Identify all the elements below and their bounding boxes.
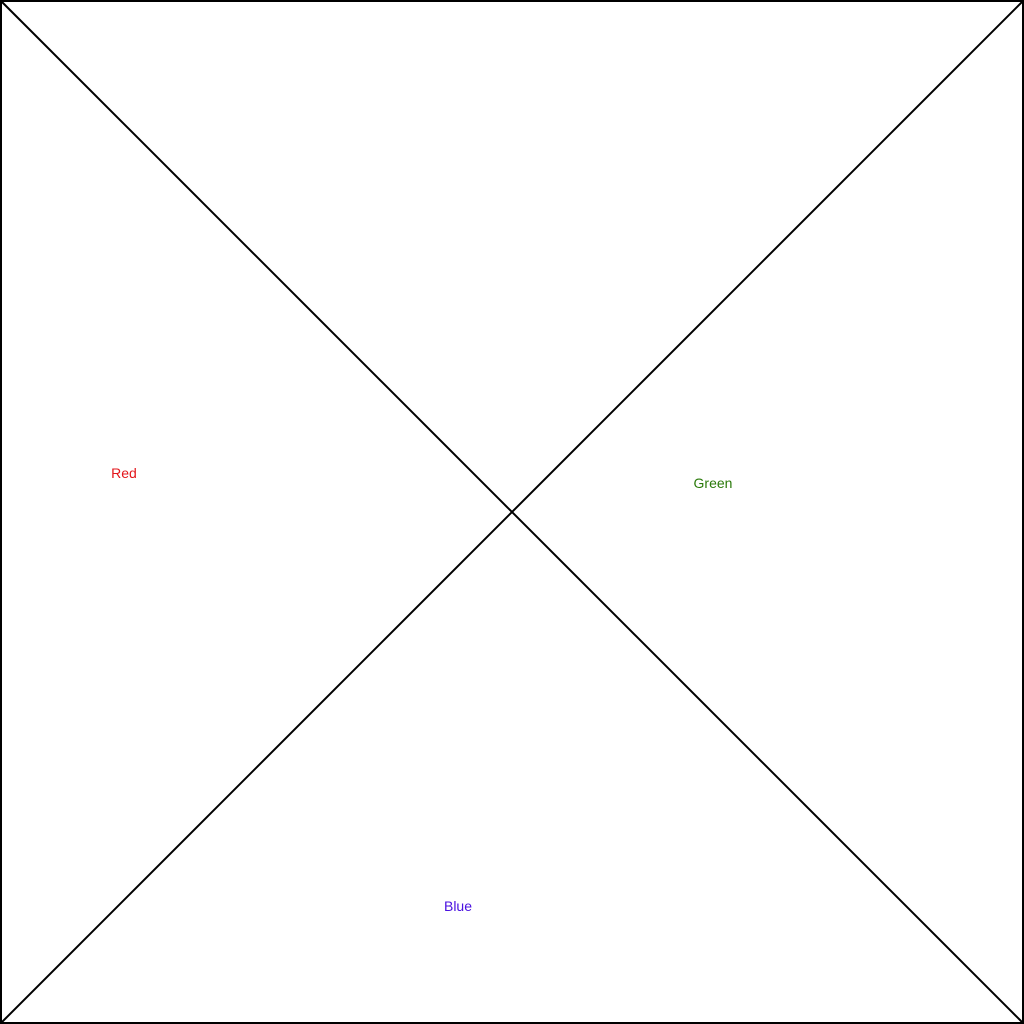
region-label-red: Red [111,465,137,481]
region-label-green: Green [694,475,733,491]
region-label-blue: Blue [444,898,472,914]
